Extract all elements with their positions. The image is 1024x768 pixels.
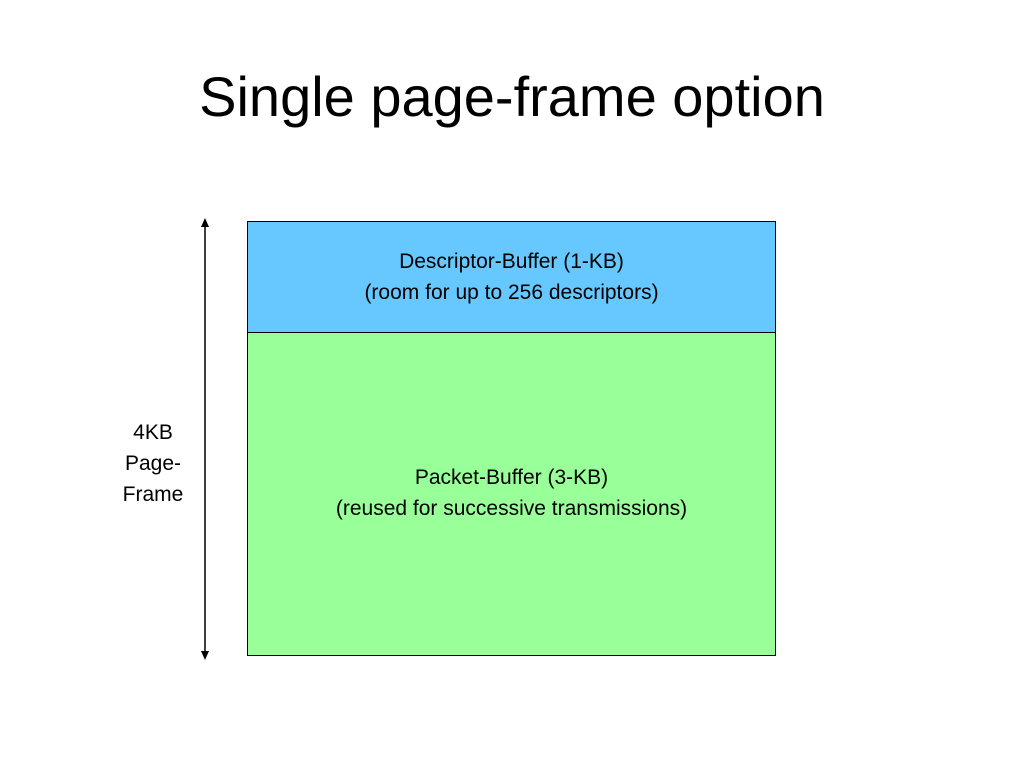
descriptor-buffer-note: (room for up to 256 descriptors) <box>364 281 659 304</box>
frame-size-line-2: Page- <box>124 452 182 475</box>
double-arrow-icon <box>201 218 209 660</box>
packet-buffer-note: (reused for successive transmissions) <box>335 497 688 520</box>
frame-size-label: 4KB Page- Frame <box>112 417 194 510</box>
page-frame: Descriptor-Buffer (1-KB) (room for up to… <box>247 221 776 656</box>
packet-buffer-title: Packet-Buffer (3-KB) <box>414 466 609 489</box>
frame-size-line-1: 4KB <box>133 421 173 444</box>
frame-size-line-3: Frame <box>122 483 184 506</box>
packet-buffer-region: Packet-Buffer (3-KB) (reused for success… <box>248 333 775 655</box>
slide-title: Single page-frame option <box>199 65 825 128</box>
descriptor-buffer-region: Descriptor-Buffer (1-KB) (room for up to… <box>248 222 775 333</box>
descriptor-buffer-title: Descriptor-Buffer (1-KB) <box>399 250 624 273</box>
